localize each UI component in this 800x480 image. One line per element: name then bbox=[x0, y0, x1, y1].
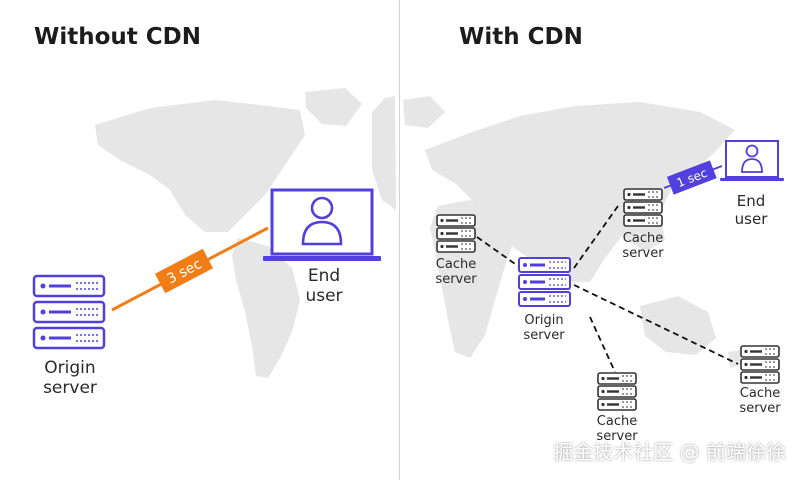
latency-badge-right: 1 sec bbox=[666, 160, 717, 195]
end-user-laptop-icon bbox=[263, 188, 381, 261]
cache-server-northeast-label: Cache server bbox=[607, 231, 679, 262]
cdn-origin-server-label: Origin server bbox=[508, 313, 580, 344]
cache-server-west-label-line2: server bbox=[435, 272, 477, 288]
cache-server-south-label: Cache server bbox=[581, 414, 653, 445]
cache-server-west-label: Cache server bbox=[420, 257, 492, 288]
cache-server-south-icon bbox=[597, 372, 637, 411]
cache-server-south-label-line1: Cache bbox=[596, 414, 638, 429]
cdn-end-user-label-line1: End bbox=[736, 192, 766, 210]
cache-server-east-label-line1: Cache bbox=[739, 386, 781, 401]
cdn-origin-server-label-line1: Origin bbox=[524, 313, 564, 328]
end-user-label-line2: user bbox=[305, 286, 343, 307]
cdn-origin-server-label-line2: server bbox=[523, 328, 565, 344]
cache-server-west-label-line1: Cache bbox=[435, 257, 477, 272]
latency-badge-left: 3 sec bbox=[154, 248, 214, 294]
cdn-end-user-label: End user bbox=[715, 192, 787, 228]
heading-without-cdn: Without CDN bbox=[34, 24, 202, 50]
cache-server-northeast-label-line1: Cache bbox=[622, 231, 664, 246]
heading-with-cdn: With CDN bbox=[459, 24, 583, 50]
link-origin-cache-south bbox=[589, 316, 616, 373]
origin-server-label-line1: Origin bbox=[44, 358, 96, 378]
link-origin-cache-east bbox=[573, 284, 739, 365]
watermark: 掘金技术社区 @ 前端徐徐 bbox=[553, 440, 786, 464]
end-user-label: End user bbox=[284, 266, 364, 306]
cdn-dashed-links bbox=[476, 205, 739, 373]
cache-server-west-icon bbox=[436, 214, 476, 253]
cdn-origin-server-icon bbox=[518, 257, 571, 307]
cdn-end-user-laptop-icon bbox=[720, 140, 784, 181]
origin-server-icon bbox=[32, 274, 106, 350]
link-origin-cache-northeast bbox=[573, 205, 619, 269]
world-map-left bbox=[95, 88, 396, 378]
cdn-end-user-label-line2: user bbox=[734, 209, 768, 228]
origin-server-label-line2: server bbox=[43, 378, 97, 399]
origin-server-label: Origin server bbox=[30, 358, 110, 398]
cache-server-south-label-line2: server bbox=[596, 429, 638, 445]
panel-divider bbox=[399, 0, 400, 480]
end-user-label-line1: End bbox=[307, 266, 341, 286]
cache-server-northeast-icon bbox=[623, 188, 663, 227]
cache-server-east-label: Cache server bbox=[724, 386, 796, 417]
cache-server-east-icon bbox=[740, 345, 780, 384]
cache-server-northeast-label-line2: server bbox=[622, 246, 664, 262]
link-origin-cache-west bbox=[476, 236, 519, 267]
cache-server-east-label-line2: server bbox=[739, 401, 781, 417]
